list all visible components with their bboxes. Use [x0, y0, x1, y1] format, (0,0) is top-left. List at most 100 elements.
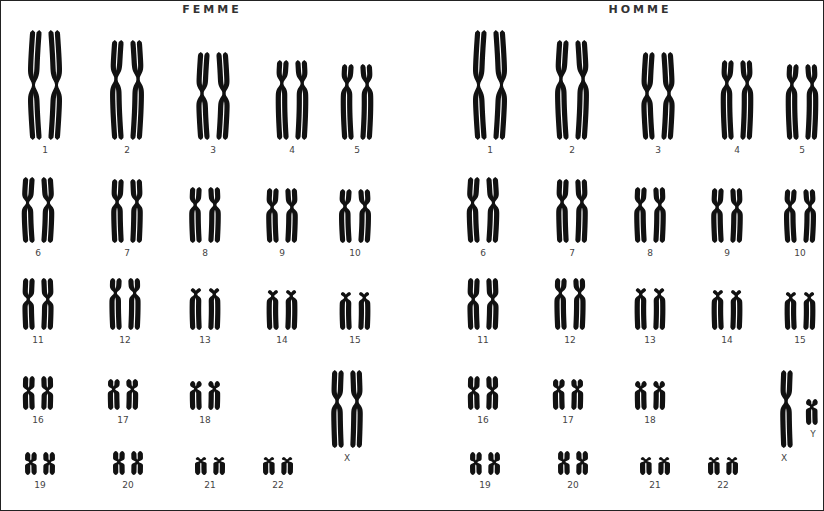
chromosome-number: 15	[794, 336, 805, 346]
chromatid	[363, 292, 371, 330]
chromosome-pair	[721, 60, 754, 140]
chromosome-number: 10	[349, 249, 360, 259]
chromatid	[47, 177, 54, 243]
chromosome-number: 4	[734, 146, 740, 156]
chromatid	[735, 188, 742, 243]
chromatid	[27, 278, 35, 330]
chromatid	[808, 292, 816, 330]
chromosome-pair	[267, 290, 298, 330]
chromatid	[112, 379, 119, 410]
chromosome-number: 17	[562, 416, 573, 426]
chromosome-number: 11	[477, 336, 488, 346]
chromatid	[223, 52, 230, 140]
chromosome-number: 19	[34, 481, 45, 491]
chromosome-number: 9	[724, 249, 730, 259]
chromatid	[344, 292, 351, 330]
chromosome-number: 10	[794, 249, 805, 259]
chromatid	[345, 64, 353, 140]
chromatid	[280, 60, 288, 140]
chromosome-number: 13	[644, 336, 655, 346]
chromosome-number: 4	[289, 146, 295, 156]
chromosome-pair	[23, 376, 53, 410]
chromatid	[190, 381, 197, 410]
chromosome-pair	[708, 457, 738, 475]
chromatid	[492, 177, 499, 243]
chromosome-number: 11	[32, 336, 43, 346]
chromosome-pair	[341, 64, 374, 140]
chromatid	[194, 381, 201, 410]
chromatid	[712, 457, 719, 475]
chromosome-pair	[108, 379, 138, 410]
chromosome-number: 2	[569, 146, 575, 156]
chromatid	[785, 370, 793, 448]
chromatid	[48, 452, 55, 475]
chromosome-pair	[635, 381, 665, 410]
chromatid	[26, 177, 34, 243]
chromatid	[809, 189, 816, 243]
chromatid	[29, 452, 36, 475]
chromatid	[658, 381, 665, 410]
chromosome-number: 17	[117, 416, 128, 426]
chromosome-pair	[806, 399, 818, 425]
chromosome-pair	[635, 288, 666, 330]
chromatid	[108, 379, 115, 410]
chromatid	[639, 381, 646, 410]
chromosome-number: Y	[810, 430, 816, 440]
chromosome-number: 6	[480, 249, 486, 259]
chromosome-number: 14	[276, 336, 287, 346]
chromosome-pair	[470, 452, 500, 475]
chromosome-pair	[558, 451, 588, 475]
chromatid	[711, 188, 718, 243]
chromatid	[472, 278, 480, 330]
chromosome-number: 21	[649, 481, 660, 491]
chromosome-number: 3	[655, 146, 661, 156]
chromatid	[46, 376, 53, 410]
chromosome-pair	[22, 177, 55, 243]
chromatid	[290, 188, 297, 243]
chromatid	[716, 290, 723, 330]
chromosome-pair	[784, 189, 816, 243]
chromosome-pair	[340, 292, 371, 330]
chromatid	[109, 278, 116, 330]
chromosome-number: 1	[487, 146, 493, 156]
chromosome-number: 1	[42, 146, 48, 156]
chromatid	[136, 451, 143, 475]
chromatid	[639, 288, 646, 330]
chromatid	[46, 278, 53, 330]
chromosome-pair	[473, 30, 507, 140]
chromatid	[644, 457, 651, 475]
chromatid	[746, 60, 754, 140]
chromosome-pair	[195, 457, 225, 475]
chromosome-number: 22	[717, 481, 728, 491]
chromatid	[576, 379, 583, 410]
chromosome-pair	[22, 278, 53, 330]
chromatid	[561, 179, 569, 243]
chromatid	[266, 188, 273, 243]
chromatid	[806, 399, 813, 425]
chromosome-pair	[28, 30, 62, 140]
chromatid	[271, 290, 278, 330]
chromatid	[194, 187, 202, 243]
panel-heading: HOMME	[609, 4, 672, 16]
chromatid	[559, 278, 567, 330]
chromatid	[493, 452, 500, 475]
chromatid	[135, 179, 142, 243]
chromosome-pair	[111, 179, 143, 243]
chromosome-pair	[467, 177, 500, 243]
chromatid	[189, 187, 196, 243]
chromatid	[336, 370, 344, 448]
chromatid	[472, 376, 480, 410]
chromosome-number: 18	[199, 416, 210, 426]
chromatid	[364, 189, 371, 243]
chromosome-pair	[331, 370, 363, 448]
chromatid	[114, 40, 123, 140]
chromatid	[491, 278, 498, 330]
chromosome-pair	[110, 40, 144, 140]
chromatid	[663, 457, 670, 475]
chromatid	[201, 52, 210, 140]
chromatid	[580, 179, 587, 243]
chromatid	[131, 379, 138, 410]
chromosome-number: X	[344, 454, 350, 464]
